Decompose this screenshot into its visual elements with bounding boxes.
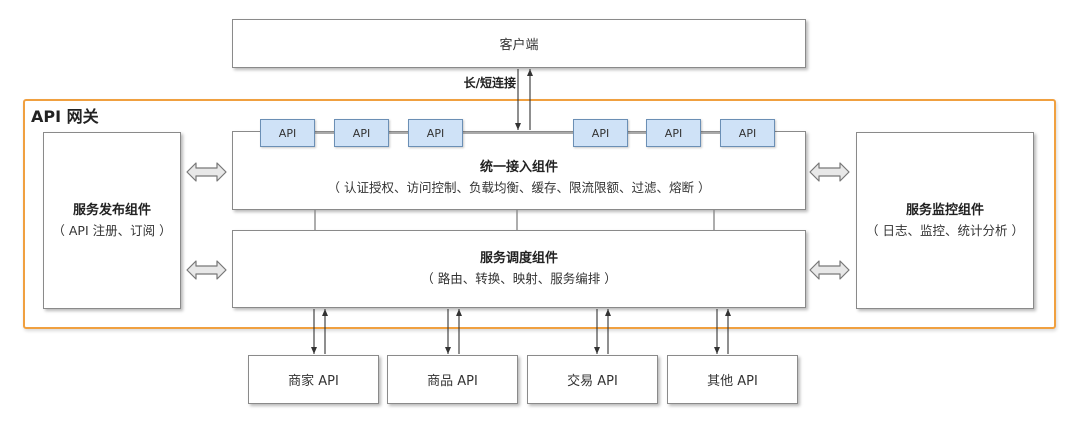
monitor-component: 服务监控组件 （ 日志、监控、统计分析 ） <box>856 132 1034 309</box>
access-component: 统一接入组件 （ 认证授权、访问控制、负载均衡、缓存、限流限额、过滤、熔断 ） <box>232 131 806 210</box>
backend-label: 其他 API <box>707 374 758 389</box>
publish-component: 服务发布组件 （ API 注册、订阅 ） <box>43 132 181 309</box>
backend-label: 交易 API <box>567 374 618 389</box>
api-chip: API <box>260 119 315 147</box>
backend-label: 商家 API <box>288 374 339 389</box>
client-box: 客户端 <box>232 19 806 68</box>
schedule-component: 服务调度组件 （ 路由、转换、映射、服务编排 ） <box>232 230 806 308</box>
api-chip: API <box>720 119 775 147</box>
api-chip: API <box>573 119 628 147</box>
access-title: 统一接入组件 <box>479 159 558 175</box>
backend-trade-api: 交易 API <box>527 355 658 404</box>
api-gateway-container: API 网关 <box>23 99 1056 329</box>
api-chip: API <box>408 119 463 147</box>
publish-subtitle: （ API 注册、订阅 ） <box>52 222 172 238</box>
backend-merchant-api: 商家 API <box>248 355 379 404</box>
api-chip: API <box>334 119 389 147</box>
schedule-subtitle: （ 路由、转换、映射、服务编排 ） <box>421 271 617 286</box>
gateway-title: API 网关 <box>31 107 99 126</box>
client-label: 客户端 <box>499 38 539 53</box>
api-chip: API <box>646 119 701 147</box>
backend-label: 商品 API <box>427 374 478 389</box>
publish-title: 服务发布组件 <box>72 202 151 218</box>
monitor-subtitle: （ 日志、监控、统计分析 ） <box>866 222 1024 238</box>
schedule-title: 服务调度组件 <box>479 251 558 266</box>
monitor-title: 服务监控组件 <box>905 202 984 218</box>
access-subtitle: （ 认证授权、访问控制、负载均衡、缓存、限流限额、过滤、熔断 ） <box>327 179 711 195</box>
backend-other-api: 其他 API <box>667 355 798 404</box>
backend-product-api: 商品 API <box>387 355 518 404</box>
connection-label: 长/短连接 <box>463 76 516 90</box>
